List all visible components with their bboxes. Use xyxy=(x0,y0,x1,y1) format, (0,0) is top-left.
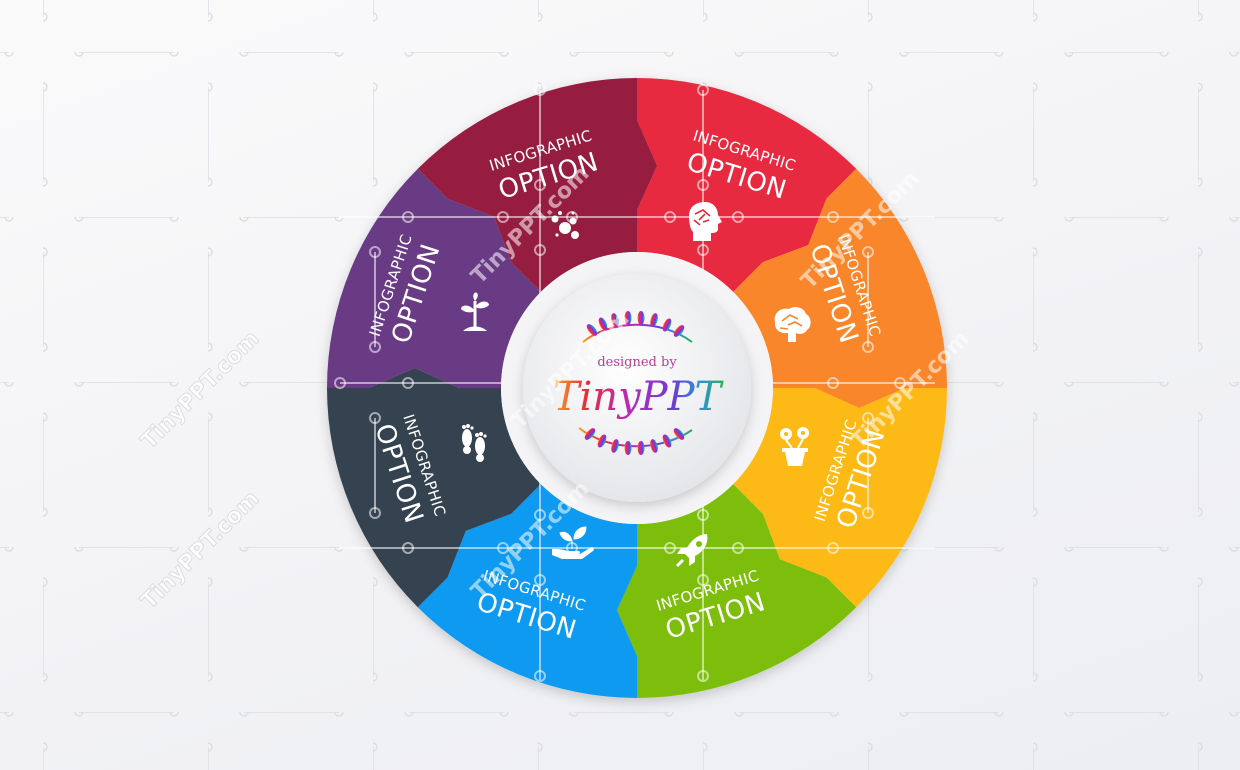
segment-yellow[interactable] xyxy=(733,388,947,608)
bubbles-icon xyxy=(551,211,579,239)
segment-red[interactable] xyxy=(637,78,857,292)
center-badge: designed by TinyPPT xyxy=(501,252,773,524)
footprints-icon xyxy=(462,424,487,462)
segment-blue[interactable] xyxy=(417,484,637,698)
segment-purple[interactable] xyxy=(327,168,541,388)
segment-green[interactable] xyxy=(616,484,857,698)
sprout-icon xyxy=(461,292,489,331)
segment-ring xyxy=(327,78,947,698)
segment-orange[interactable] xyxy=(733,168,947,409)
brain-icon xyxy=(774,306,811,342)
hand-plant-icon xyxy=(552,526,594,559)
segment-icons xyxy=(461,202,811,568)
brain-head-icon xyxy=(689,202,722,241)
laurel-bottom-icon xyxy=(578,427,693,455)
brand-logo-text: TinyPPT xyxy=(553,374,725,420)
designed-by-text: designed by xyxy=(597,355,677,370)
flower-pot-icon xyxy=(780,427,809,466)
segment-maroon[interactable] xyxy=(417,78,658,292)
rocket-icon xyxy=(675,534,708,568)
laurel-top-icon xyxy=(582,311,693,343)
